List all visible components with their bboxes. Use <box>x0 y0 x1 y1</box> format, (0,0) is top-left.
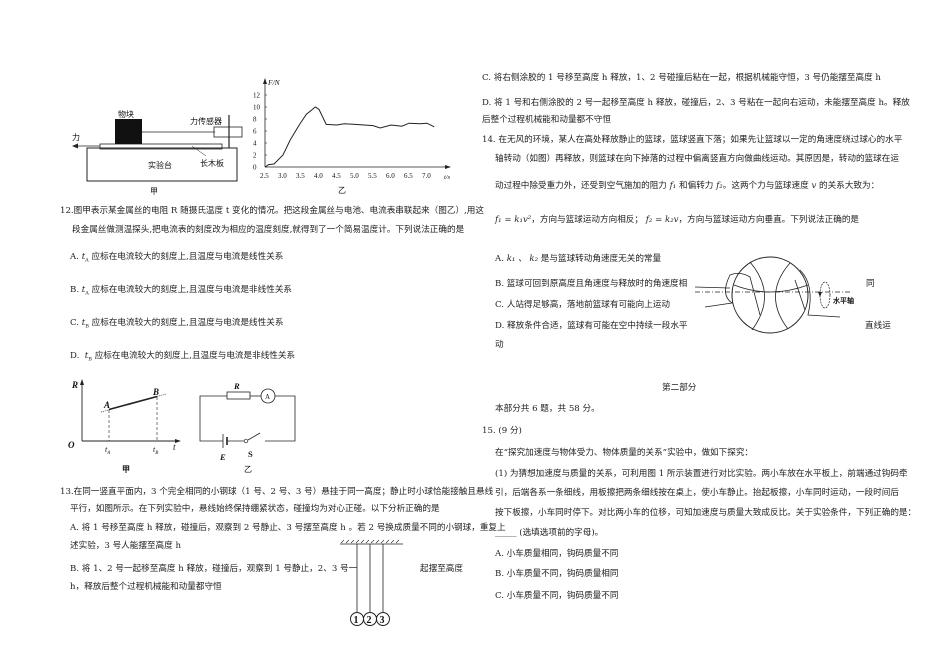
ammeter-label: A <box>265 393 270 401</box>
q15-part1-line3: 按下板擦，小车同时停下。对比两小车的位移，可知加速度与质量大致成反比。关于实验条… <box>495 508 917 518</box>
force-label: 力 <box>72 132 80 142</box>
ball-3-label: 3 <box>380 615 385 626</box>
sensor-label: 力传感器 <box>190 116 222 126</box>
horizontal-axis-label: 水平轴 <box>833 296 854 305</box>
ta-label: tA <box>105 445 111 456</box>
board-label: 长木板 <box>200 158 224 168</box>
graph-caption: 乙 <box>338 186 346 195</box>
x-tick-label: 2.5 <box>260 172 269 180</box>
q13-option-b-line1: B. 将 1、2 号一起移至高度 h 释放，碰撞后，观察到 1 号静止，2、3 … <box>70 564 358 574</box>
q13-option-d-line2: 后整个过程机械能和动量都不守恒 <box>482 115 611 125</box>
q14-option-a: A. k₁ 、 k₂ 是与篮球转动角速度无关的常量 <box>495 254 662 264</box>
switch-label: S <box>248 449 253 459</box>
q14-option-d-tail: 直线运 <box>865 321 891 331</box>
x-tick-label: 3.0 <box>278 172 287 180</box>
table-label: 实验台 <box>148 160 172 170</box>
q15-option-b: B. 小车质量不同，钩码质量相同 <box>495 569 619 579</box>
apparatus-figure: 物块 力传感器 力 实验台 长木板 甲 <box>72 109 243 196</box>
x-tick-label: 7.0 <box>422 172 431 180</box>
q13-option-a-line1: A. 将 1 号移至高度 h 释放，碰撞后，观察到 2 号静止、3 号摆至高度 … <box>70 523 506 533</box>
q12-option-c: C. tB 应标在电流较大的刻度上,且温度与电流是线性关系 <box>70 318 284 330</box>
q15-option-c: C. 小车质量不同，钩码质量不同 <box>495 591 619 601</box>
y-tick-label: 0 <box>253 164 257 172</box>
q13-option-b-line1-tail: 起摆至高度 <box>420 564 463 574</box>
force-curve <box>264 106 435 168</box>
x-tick-label: 4.5 <box>332 172 341 180</box>
x-tick-label: 5.5 <box>368 172 377 180</box>
q15-header: 15. (9 分) <box>482 426 522 436</box>
q12-option-a: A. tA 应标在电流较大的刻度上,且温度与电流是线性关系 <box>70 252 284 264</box>
q14-stem-line3: 动过程中除受重力外，还受到空气施加的阻力 f₁ 和偏转力 f₂。这两个力与篮球速… <box>495 181 880 191</box>
q15-option-a: A. 小车质量相同，钩码质量不同 <box>495 549 619 559</box>
q15-answer-blank[interactable]: _____ (选填选项前的字母)。 <box>495 528 604 538</box>
q12-stem-line2: 段金属丝做测温探头,把电流表的刻度改为相应的温度刻度,就得到了一个简易温度计。下… <box>72 225 465 235</box>
resistance-temperature-graph: R O t A B tA tB 甲 <box>68 379 181 474</box>
q14-option-d-line2: 动 <box>495 340 504 350</box>
origin-label: O <box>68 440 75 450</box>
part-two-title: 第二部分 <box>662 383 697 393</box>
x-tick-label: 3.5 <box>296 172 305 180</box>
x-tick-label: 5.0 <box>350 172 359 180</box>
q12-stem-line1: 12.图甲表示某金属丝的电阻 R 随摄氏温度 t 变化的情况。把这段金属丝与电池… <box>60 206 484 216</box>
y-tick-label: 10 <box>253 104 261 112</box>
x-axis-label: t/s <box>444 174 451 181</box>
q14-option-c: C. 人站得足够高，落地前篮球有可能向上运动 <box>495 300 671 310</box>
y-tick-label: 4 <box>253 140 257 148</box>
q13-option-c: C. 将右侧涂胶的 1 号移至高度 h 释放，1、2 号碰撞后粘在一起，根据机械… <box>482 73 881 83</box>
figure-caption: 乙 <box>244 465 252 474</box>
point-b-label: B <box>152 387 159 397</box>
q15-part1-line1: (1) 为猜想加速度与质量的关系，可利用图 1 所示装置进行对比实验。两小车放在… <box>495 469 908 479</box>
y-tick-label: 6 <box>253 128 257 136</box>
q14-option-b: B. 篮球可回到原高度且角速度与释放时的角速度相 <box>495 279 688 289</box>
q14-option-d: D. 释放条件合适，篮球有可能在空中持续一段水平 <box>495 321 688 331</box>
q15-part1-line2: 引，后端各系一条细线，用板擦把两条细线按在桌上，使小车静止。抬起板擦，小车同时运… <box>495 488 899 498</box>
q14-stem-line2: 轴转动（如图）再释放，则篮球在向下掉落的过程中偏离竖直方向做曲线运动。其原因是，… <box>495 154 899 164</box>
pendulum-figure: 1 2 3 <box>340 539 403 626</box>
x-tick-label: 4.0 <box>314 172 323 180</box>
ball-2-label: 2 <box>367 615 372 626</box>
basketball-figure: 水平轴 <box>694 256 854 334</box>
q12-option-d: D. tB 应标在电流较大的刻度上,且温度与电流是非线性关系 <box>70 351 296 363</box>
q12-option-b: B. tA 应标在电流较大的刻度上,且温度与电流是非线性关系 <box>70 285 293 297</box>
tb-label: tB <box>153 445 158 456</box>
q14-stem-line1: 14. 在无风的环境，某人在高处释放静止的篮球，篮球竖直下落；如果先让篮球以一定… <box>482 135 903 145</box>
q13-stem-line1: 13.在同一竖直平面内，3 个完全相同的小钢球（1 号、2 号、3 号）悬挂于同… <box>60 487 494 497</box>
ball-1-label: 1 <box>354 615 359 626</box>
y-tick-label: 8 <box>253 116 257 124</box>
q13-option-d-line1: D. 将 1 号和右侧涂胶的 2 号一起移至高度 h 释放，碰撞后，2、3 号粘… <box>482 98 910 108</box>
r-axis-label: R <box>71 380 78 390</box>
t-axis-label: t <box>173 442 176 452</box>
x-tick-label: 6.5 <box>404 172 413 180</box>
y-axis-label: F/N <box>267 78 281 87</box>
block-label: 物块 <box>118 109 134 119</box>
circuit-diagram: R A E S 乙 <box>199 381 296 474</box>
resistor-label: R <box>233 381 240 391</box>
figure-caption: 甲 <box>150 187 158 196</box>
q15-intro: 在“探究加速度与物体受力、物体质量的关系”实验中，做如下探究： <box>495 448 754 458</box>
force-time-graph: F/N t/s 乙 0 2 4 6 8 10 12 2.5 3.0 3.5 4.0 4.5 5.0 5.5… <box>253 78 451 195</box>
q13-stem-line2: 平行，如图所示。在下列实验中，悬线始终保持绷紧状态，碰撞均为对心正碰。以下分析正… <box>70 504 440 514</box>
point-a-label: A <box>103 400 110 410</box>
battery-label: E <box>219 452 226 462</box>
q13-option-a-line2: 述实验，3 号人能摆至高度 h <box>70 541 181 551</box>
part-two-note: 本部分共 6 题，共 58 分。 <box>495 404 600 414</box>
q14-equations: f₁ = k₁v²，方向与篮球运动方向相反； f₂ = k₂v，方向与篮球运动方… <box>495 215 860 225</box>
q13-option-b-line2: h，释放后整个过程机械能和动量都守恒 <box>70 582 222 592</box>
y-tick-label: 2 <box>253 152 257 160</box>
figure-caption: 甲 <box>122 465 130 474</box>
q14-option-b-tail: 同 <box>866 279 875 289</box>
y-tick-label: 12 <box>253 92 261 100</box>
x-tick-label: 6.0 <box>386 172 395 180</box>
